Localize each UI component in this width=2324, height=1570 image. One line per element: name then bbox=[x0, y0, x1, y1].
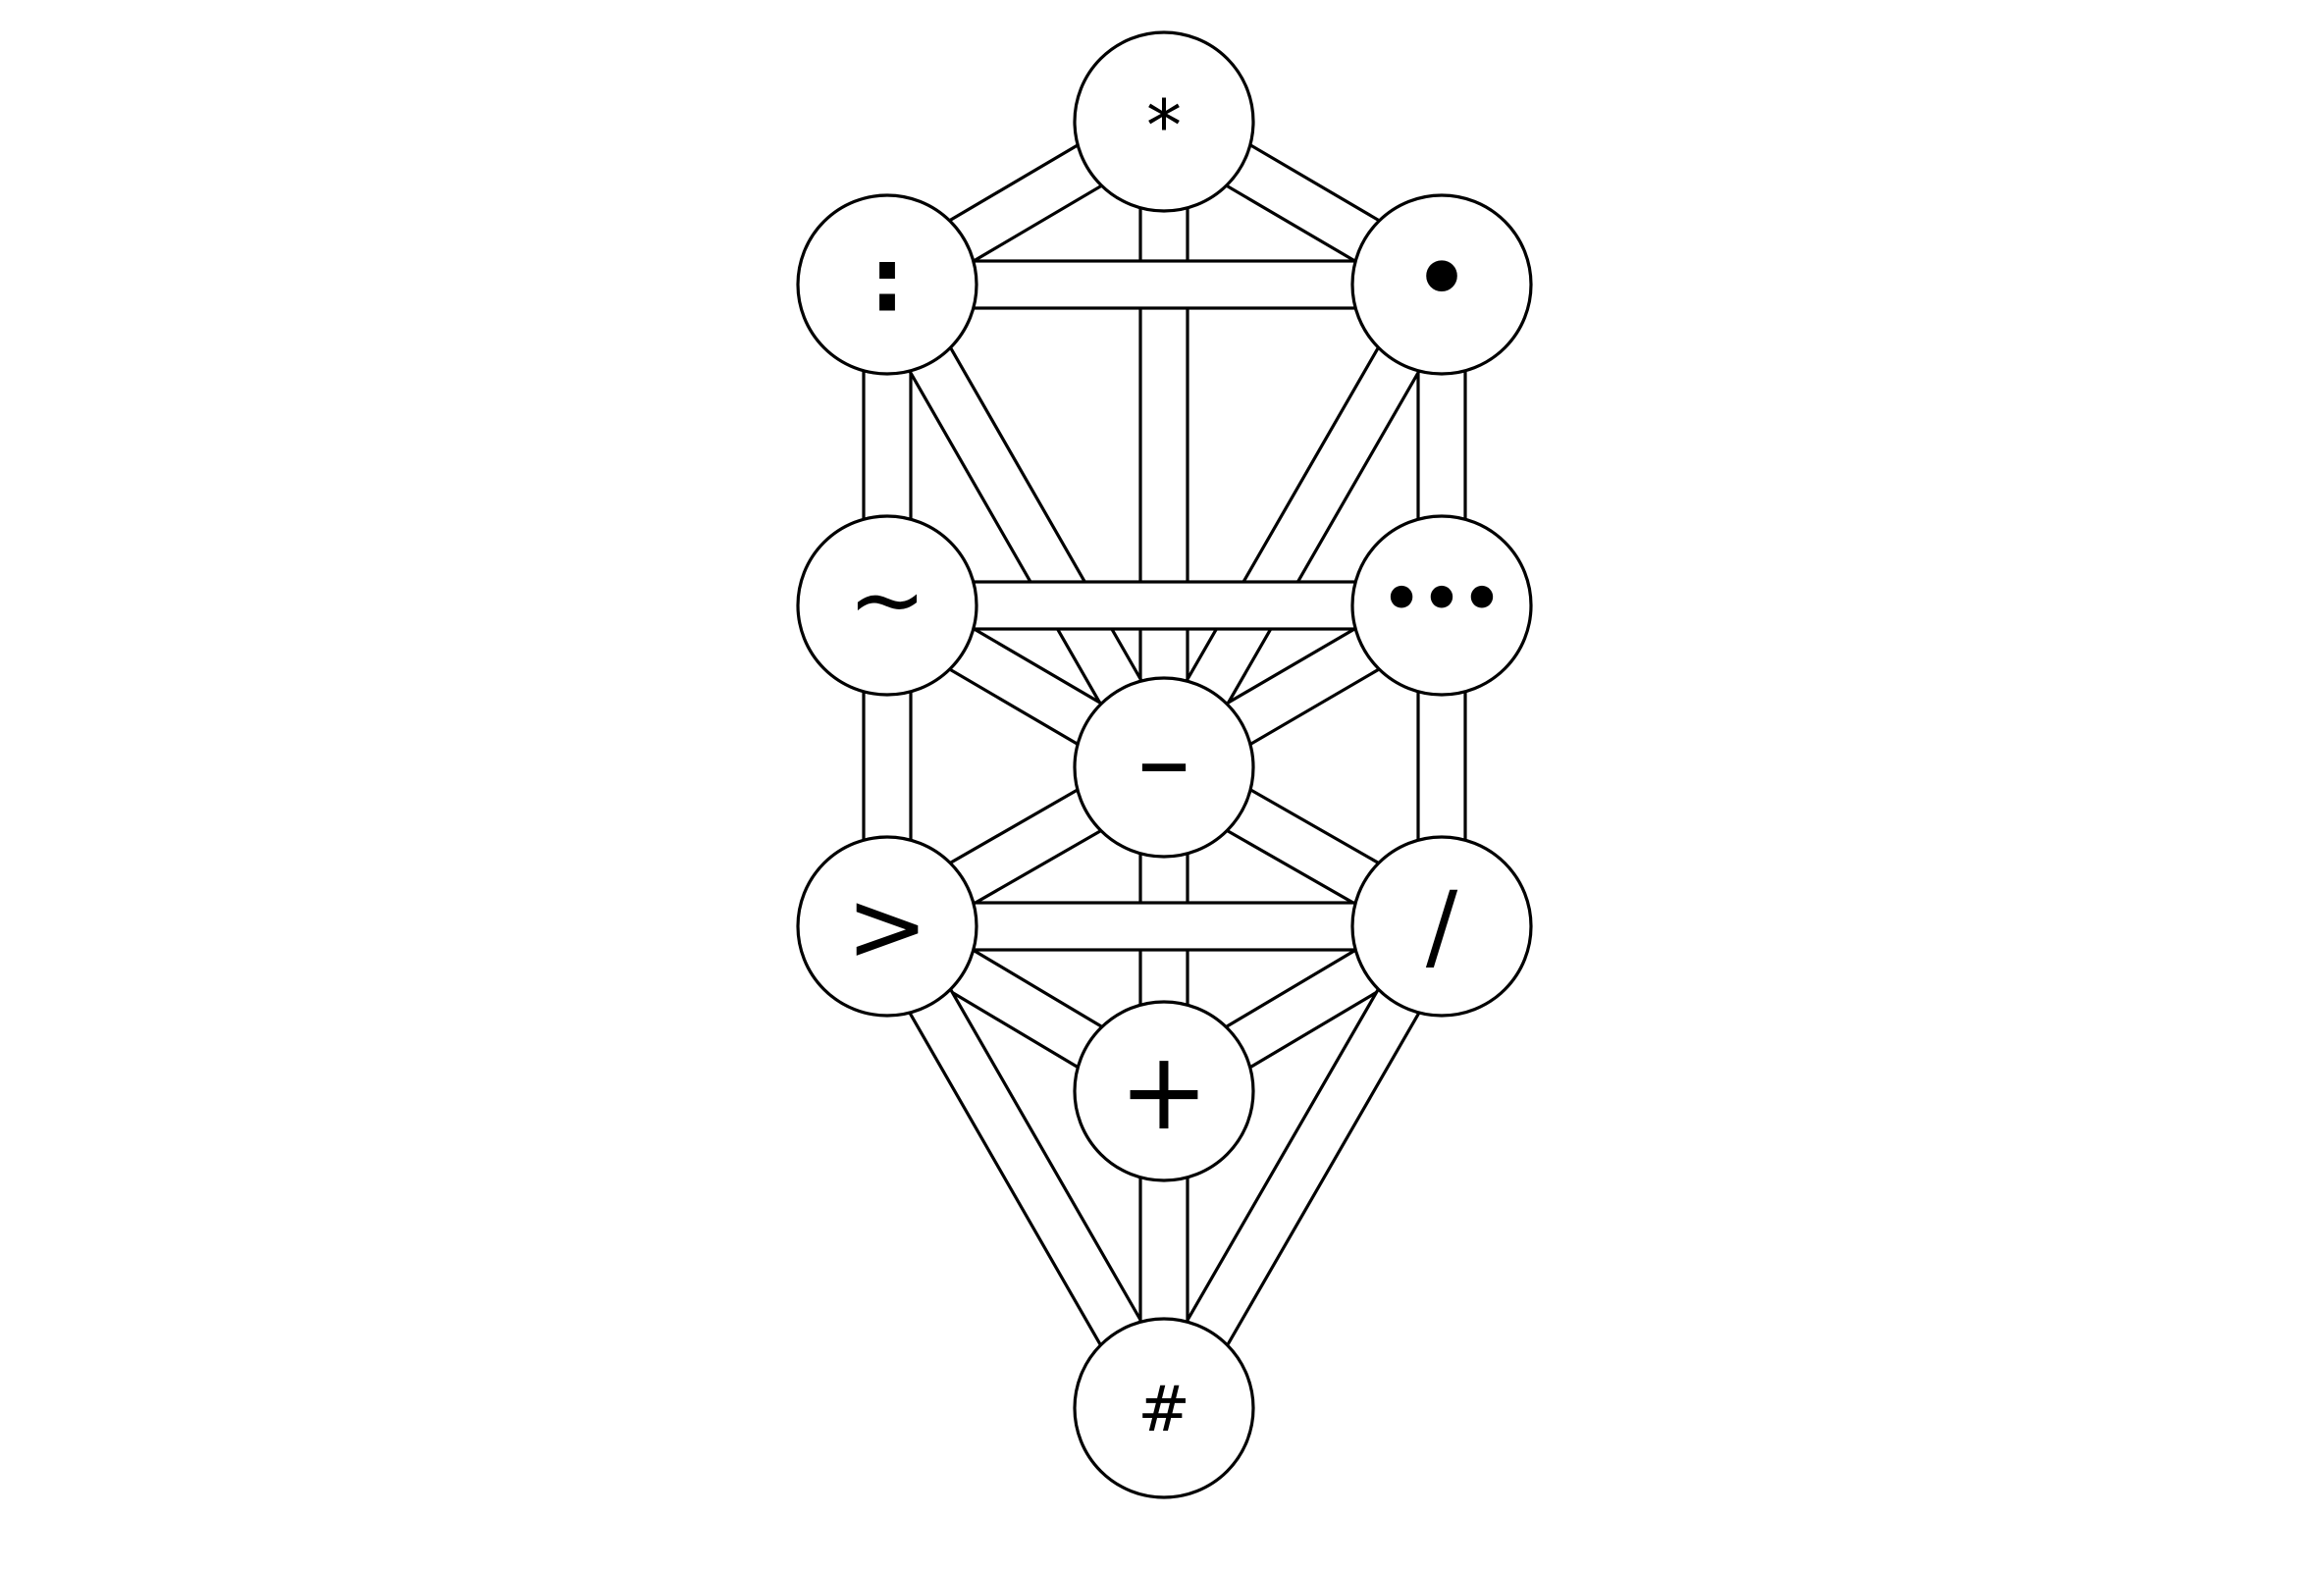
node-lower-left-symbol: > bbox=[846, 869, 928, 984]
node-upper-left: : bbox=[796, 193, 978, 376]
node-lower-center-symbol: + bbox=[1119, 1028, 1209, 1154]
node-middle-right-symbol: ••• bbox=[1382, 563, 1503, 636]
node-middle-right-circle bbox=[1350, 514, 1533, 697]
node-upper-right-circle bbox=[1350, 193, 1533, 376]
node-center: – bbox=[1073, 676, 1255, 859]
node-bottom-symbol: # bbox=[1137, 1374, 1190, 1446]
path-top-to-center bbox=[1138, 120, 1189, 769]
node-lower-right: / bbox=[1350, 835, 1533, 1018]
node-upper-left-circle bbox=[796, 193, 978, 376]
node-upper-right-symbol: • bbox=[1413, 228, 1470, 331]
node-bottom: # bbox=[1073, 1317, 1255, 1499]
path-lower-left-to-lower-right bbox=[885, 901, 1444, 952]
node-middle-left-symbol: ~ bbox=[848, 545, 926, 654]
node-top-symbol: * bbox=[1146, 84, 1182, 167]
node-upper-left-symbol: : bbox=[870, 230, 905, 333]
node-bottom-circle bbox=[1073, 1317, 1255, 1499]
node-top-circle bbox=[1073, 30, 1255, 213]
node-lower-left-circle bbox=[796, 835, 978, 1018]
node-top: * bbox=[1073, 30, 1255, 213]
node-middle-left-circle bbox=[796, 514, 978, 697]
node-center-circle bbox=[1073, 676, 1255, 859]
node-lower-left: > bbox=[796, 835, 978, 1018]
node-middle-right: ••• bbox=[1350, 514, 1533, 697]
node-lower-center-circle bbox=[1073, 1000, 1255, 1182]
node-upper-right: • bbox=[1350, 193, 1533, 376]
node-lower-center: + bbox=[1073, 1000, 1255, 1182]
diagram-nodes: *: • ~ ••• – > / + # bbox=[796, 30, 1533, 1499]
node-lower-right-circle bbox=[1350, 835, 1533, 1018]
node-lower-right-symbol: / bbox=[1426, 871, 1458, 981]
node-middle-left: ~ bbox=[796, 514, 978, 697]
node-center-symbol: – bbox=[1137, 697, 1191, 822]
